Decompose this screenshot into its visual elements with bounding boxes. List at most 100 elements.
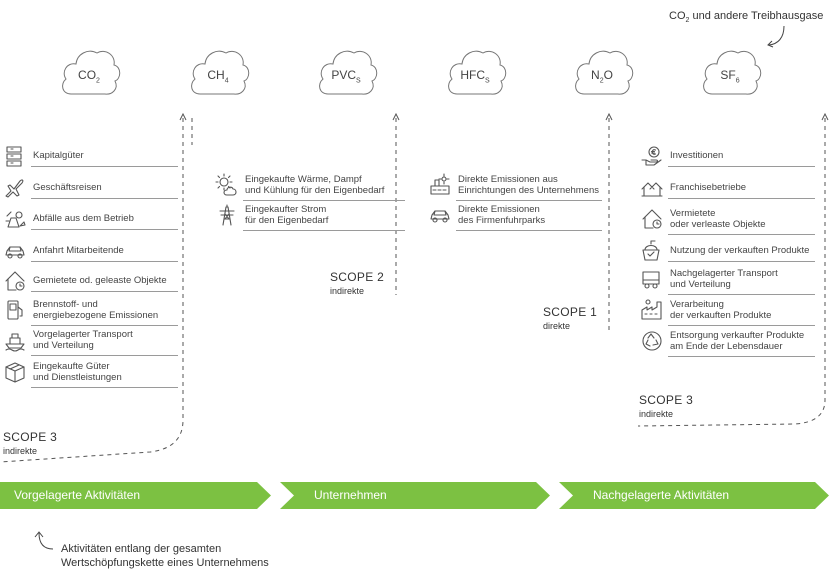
activity-label-line: Nachgelagerter Transport: [670, 268, 778, 279]
activity-label-line: und Dienstleistungen: [33, 372, 122, 383]
value-chain-band: [0, 482, 829, 509]
rented-house-icon: [642, 209, 662, 229]
activity-label-line: Nutzung der verkauften Produkte: [670, 245, 810, 256]
gas-formula: CH4: [207, 68, 229, 85]
caption-line-2: Wertschöpfungskette eines Unternehmens: [61, 557, 269, 569]
divider: [31, 355, 178, 356]
car-icon: [5, 246, 25, 259]
activity-label-line: oder verleaste Objekte: [670, 219, 766, 230]
activity-label-line: Franchisebetriebe: [670, 182, 747, 193]
value-chain-caption: Aktivitäten entlang der gesamten Wertsch…: [61, 542, 269, 570]
scope3-downstream-subtitle: indirekte: [639, 409, 674, 419]
recycle-icon: [642, 331, 662, 351]
divider: [668, 198, 815, 199]
cloud-icon: [62, 50, 121, 95]
activity-label-line: Vorgelagerter Transport: [33, 329, 133, 340]
gas-cloud: CH4: [188, 44, 250, 96]
ship-icon: [5, 333, 25, 352]
activity-item: Anfahrt Mitarbeitende: [3, 236, 180, 266]
heat-icon: [215, 173, 237, 196]
divider: [668, 325, 815, 326]
activity-label: Geschäftsreisen: [33, 182, 102, 193]
divider: [456, 230, 602, 231]
franchise-icon: [641, 182, 663, 197]
scope3-upstream-subtitle: indirekte: [3, 446, 38, 456]
scope-outline: [0, 112, 829, 463]
gas-formula: CO2: [78, 68, 100, 85]
activity-label-line: Direkte Emissionen: [458, 204, 540, 215]
gas-cloud: HFCS: [445, 44, 507, 96]
facility-icon: [430, 173, 450, 195]
scope2-title: SCOPE 2: [330, 270, 385, 284]
gas-cloud: SF6: [700, 44, 762, 96]
gas-cloud: CO2: [59, 44, 121, 96]
scope3-downstream-title: SCOPE 3: [639, 393, 694, 407]
cloud-icon: [191, 50, 250, 95]
car-icon: [430, 210, 450, 223]
activity-label-line: und Verteilung: [33, 340, 94, 351]
curved-arrow-icon: [767, 25, 785, 48]
band-company-shape: [280, 482, 550, 509]
gas-formula: PVCS: [331, 68, 361, 85]
product-use-icon: [642, 240, 660, 261]
activity-label-line: Vermietete: [670, 208, 716, 219]
gas-formula: SF6: [720, 68, 740, 85]
activity-item: Franchisebetriebe: [640, 173, 817, 203]
gas-cloud: PVCS: [316, 44, 378, 96]
activity-item: Nutzung der verkauften Produkte: [640, 236, 817, 266]
band-upstream-shape: [0, 482, 271, 509]
band-upstream-label: Vorgelagerte Aktivitäten: [14, 488, 141, 502]
divider: [31, 261, 178, 262]
cloud-icon: [448, 50, 507, 95]
activity-label-line: Eingekaufte Güter: [33, 361, 110, 372]
truck-icon: [642, 271, 660, 289]
airplane-icon: [5, 179, 24, 198]
activity-label: Nutzung der verkauften Produkte: [670, 245, 809, 256]
divider: [456, 200, 602, 201]
cloud-icon: [575, 50, 634, 95]
activity-label-line: Gemietete od. geleaste Objekte: [33, 275, 167, 286]
divider: [31, 291, 178, 292]
divider: [31, 166, 178, 167]
gas-formula: N2O: [591, 68, 613, 85]
activity-label-line: Kapitalgüter: [33, 150, 84, 161]
caption-line-1: Aktivitäten entlang der gesamten: [61, 543, 222, 555]
scope3-upstream-title: SCOPE 3: [3, 430, 58, 444]
scope1-title: SCOPE 1: [543, 305, 598, 319]
divider: [31, 229, 178, 230]
footer-curved-arrow-icon: [34, 531, 54, 550]
fuel-pump-icon: [7, 300, 23, 320]
divider: [668, 234, 815, 235]
band-downstream-label: Nachgelagerte Aktivitäten: [593, 488, 730, 502]
factory-icon: [641, 299, 662, 320]
activity-label-line: energiebezogene Emissionen: [33, 310, 159, 321]
gas-cloud: N2O: [572, 44, 634, 96]
divider: [31, 387, 178, 388]
divider: [243, 230, 405, 231]
activity-item: Investitionen: [640, 141, 817, 171]
investment-icon: [641, 146, 662, 166]
activity-item: Kapitalgüter: [3, 141, 180, 171]
activity-label: Gemietete od. geleaste Objekte: [33, 275, 167, 286]
activity-label: Kapitalgüter: [33, 150, 84, 161]
box-icon: [5, 362, 25, 383]
activity-label-line: und Kühlung für den Eigenbedarf: [245, 185, 385, 196]
waste-icon: [5, 211, 26, 228]
activity-label-line: Eingekaufte Wärme, Dampf: [245, 174, 362, 185]
activity-label-line: des Firmenfuhrparks: [458, 215, 546, 226]
